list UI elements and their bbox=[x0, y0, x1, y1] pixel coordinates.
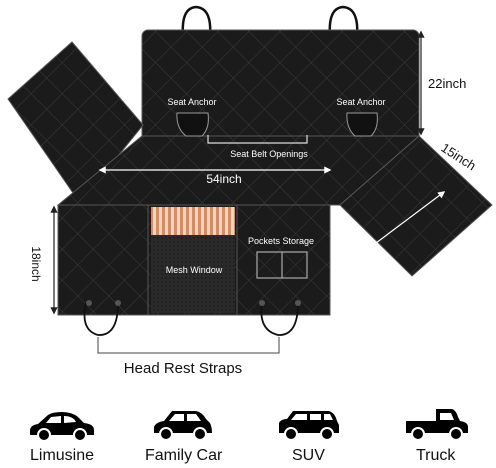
head-rest-strap-2 bbox=[260, 302, 299, 336]
head-rest-straps-bracket bbox=[97, 337, 280, 354]
seat-anchor-left-label: Seat Anchor bbox=[167, 97, 216, 107]
seat-belt-openings bbox=[207, 135, 308, 144]
hatchback-icon bbox=[154, 411, 212, 441]
mesh-window bbox=[151, 235, 235, 313]
suv-icon bbox=[279, 411, 339, 441]
mesh-window-label: Mesh Window bbox=[166, 265, 223, 275]
vehicle-label-suv: SUV bbox=[292, 447, 325, 464]
vehicle-label-family-car: Family Car bbox=[145, 447, 223, 464]
pickup-truck-icon bbox=[406, 409, 468, 441]
top-strap-left bbox=[181, 5, 212, 37]
dimension-width-label: 54inch bbox=[206, 172, 241, 186]
top-strap-right bbox=[328, 5, 359, 37]
seat-cover-diagram: Seat Anchor Seat Anchor Seat Belt Openin… bbox=[7, 5, 493, 377]
mesh-window-stripes bbox=[151, 207, 235, 235]
dimension-height-top-label: 22inch bbox=[428, 76, 466, 91]
seat-anchor-right-label: Seat Anchor bbox=[336, 97, 385, 107]
vehicle-label-truck: Truck bbox=[416, 447, 456, 464]
vehicle-label-limusine: Limusine bbox=[30, 447, 95, 464]
dimension-arrow-depth-side bbox=[370, 191, 446, 247]
dimension-height-flap-label: 18inch bbox=[29, 246, 43, 281]
seat-belt-openings-label: Seat Belt Openings bbox=[230, 149, 308, 159]
seat-anchor-right bbox=[346, 112, 378, 137]
pockets-storage-label: Pockets Storage bbox=[248, 236, 314, 246]
head-rest-strap-1 bbox=[83, 302, 119, 336]
seat-anchor-left bbox=[176, 112, 209, 137]
head-rest-straps-label: Head Rest Straps bbox=[124, 360, 242, 377]
sedan-icon bbox=[30, 412, 94, 442]
